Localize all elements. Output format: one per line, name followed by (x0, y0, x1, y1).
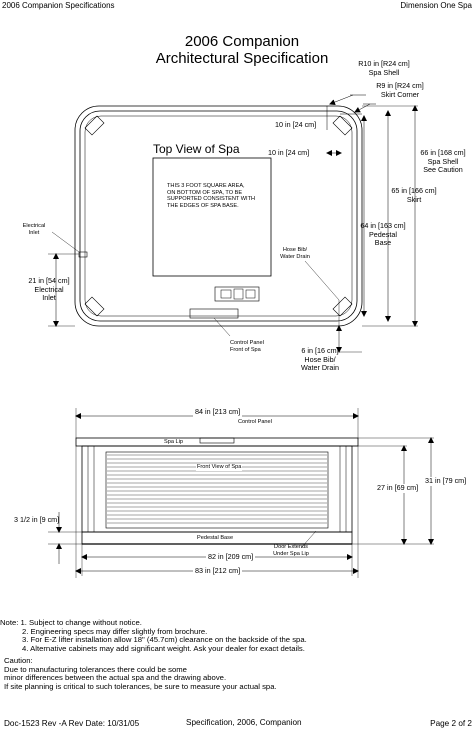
hose-dim-value: 6 in [16 cm] (301, 346, 339, 355)
header-right: Dimension One Spa (400, 1, 472, 10)
equipment-controls (245, 289, 256, 299)
caution-block: Caution: Due to manufacturing tolerances… (4, 656, 277, 691)
dim-84in: 84 in [213 cm] (193, 407, 243, 417)
dim-65in: 65 in [166 cm] Skirt (386, 186, 442, 204)
hose-bib-small: Hose Bib/ Water Drain (271, 247, 319, 260)
door-extends-label: Door Extends Under Spa Lip (265, 544, 317, 557)
dim-64-caption-2: Base (374, 238, 392, 247)
dim-66-value: 66 in [168 cm] (420, 148, 466, 157)
control-panel-box (189, 308, 239, 319)
equipment-heater (233, 288, 244, 300)
front-view-heading: Front View of Spa (196, 464, 243, 471)
corner-pad-tr (332, 115, 353, 136)
footer-doc: Doc-1523 Rev -A Rev Date: 10/31/05 (4, 719, 140, 728)
control-panel-line: Control Panel (230, 340, 264, 346)
electrical-inlet-small: Electrical Inlet (14, 223, 54, 236)
dim-27in: 27 in [69 cm] (377, 483, 419, 493)
r9-caption: Skirt Corner (380, 89, 420, 99)
door-line: Under Spa Lip (273, 550, 309, 557)
dim-64in: 64 in [163 cm] Pedestal Base (355, 221, 411, 248)
spa-lip (75, 437, 359, 447)
caution-title: Caution: (4, 656, 33, 665)
door-line: Door Extends (274, 544, 308, 550)
dim-3-5in: 3 1/2 in [9 cm] (14, 515, 60, 524)
equipment-pack (214, 286, 260, 302)
title-line-1: 2006 Companion (184, 33, 300, 50)
dim-66-caption: Spa Shell (427, 156, 459, 166)
corner-pad-br (332, 296, 353, 317)
caution-line-2: minor differences between the actual spa… (4, 673, 227, 683)
hose-dim-caption: Hose Bib/ (304, 354, 336, 364)
note-line-2: 2. Engineering specs may differ slightly… (22, 626, 208, 636)
equipment-pump (220, 289, 232, 299)
electrical-small-line: Electrical (22, 223, 46, 229)
r10-label: R10 in [R24 cm] Spa Shell (347, 59, 421, 77)
header-left: 2006 Companion Specifications (2, 1, 115, 10)
pedestal-base-label: Pedestal Base (197, 535, 234, 541)
note-line-4: 4. Alternative cabinets may add signific… (22, 643, 305, 653)
electrical-dim-value: 21 in [54 cm] (28, 276, 70, 285)
dim-66-caution: See Caution (423, 165, 463, 174)
top-view-heading: Top View of Spa (153, 142, 240, 156)
skirt-outline (79, 110, 358, 322)
note-line-1: Note: 1. Subject to change without notic… (0, 618, 142, 627)
dim-10in-mid: 10 in [24 cm] (268, 148, 310, 157)
dim-65-value: 65 in [166 cm] (391, 186, 437, 195)
electrical-dim-caption: Electrical (34, 284, 64, 294)
electrical-dim-caption-2: Inlet (42, 293, 56, 302)
title-line-2: Architectural Specification (155, 50, 329, 67)
spa-lip-label: Spa Lip (164, 439, 183, 445)
r10-caption: Spa Shell (368, 67, 400, 77)
hose-small-line: Hose Bib/ (282, 247, 308, 253)
dim-66in: 66 in [168 cm] Spa Shell See Caution (415, 148, 471, 175)
dim-82in: 82 in [209 cm] (206, 552, 256, 562)
hose-dim-caption-2: Water Drain (300, 363, 340, 372)
r9-label: R9 in [R24 cm] Skirt Corner (368, 81, 432, 99)
footer-page: Page 2 of 2 (430, 719, 472, 728)
control-panel-line: Front of Spa (230, 346, 261, 353)
dim-31in: 31 in [79 cm] (425, 476, 467, 486)
square-note-line: SUPPORTED CONSISTENT WITH (167, 196, 256, 202)
dim-10in-top: 10 in [24 cm] (275, 120, 317, 129)
front-control-panel-label: Control Panel (238, 419, 272, 425)
dim-83in: 83 in [212 cm] (193, 566, 243, 576)
hose-small-line: Water Drain (280, 253, 310, 260)
electrical-inlet-dim: 21 in [54 cm] Electrical Inlet (18, 276, 80, 303)
hose-bib-dim: 6 in [16 cm] Hose Bib/ Water Drain (292, 346, 348, 373)
caution-line-1: Due to manufacturing tolerances there co… (4, 664, 187, 674)
spa-shell-outline (74, 105, 363, 327)
caution-line-3: If site planning is critical to such tol… (4, 681, 277, 691)
corner-pad-bl (84, 296, 105, 317)
square-note-line: ON BOTTOM OF SPA, TO BE (167, 189, 243, 196)
dim-65-caption: Skirt (406, 194, 422, 204)
dim-64-value: 64 in [163 cm] (360, 221, 406, 230)
corner-pad-tl (84, 115, 105, 136)
three-foot-square (152, 157, 272, 277)
r10-dim: R10 in [R24 cm] (358, 59, 410, 68)
control-panel-label: Control Panel Front of Spa (230, 340, 264, 353)
square-area-note: THIS 3 FOOT SQUARE AREA, ON BOTTOM OF SP… (167, 183, 255, 209)
front-door (105, 451, 329, 529)
notes-block: Note: 1. Subject to change without notic… (0, 618, 307, 653)
r9-dim: R9 in [R24 cm] (376, 81, 424, 90)
pedestal-outline (84, 115, 353, 317)
note-line-3: 3. For E-Z lifter installation allow 18"… (22, 635, 307, 645)
front-control-panel (199, 437, 235, 444)
page-title: 2006 Companion Architectural Specificati… (137, 33, 347, 67)
dim-64-caption: Pedestal (369, 229, 397, 239)
electrical-inlet-marker (78, 251, 88, 258)
square-note-line: THIS 3 FOOT SQUARE AREA, (167, 183, 245, 189)
footer-center: Specification, 2006, Companion (186, 718, 302, 727)
electrical-small-line: Inlet (28, 229, 40, 236)
square-note-line: THE EDGES OF SPA BASE. (167, 202, 239, 209)
